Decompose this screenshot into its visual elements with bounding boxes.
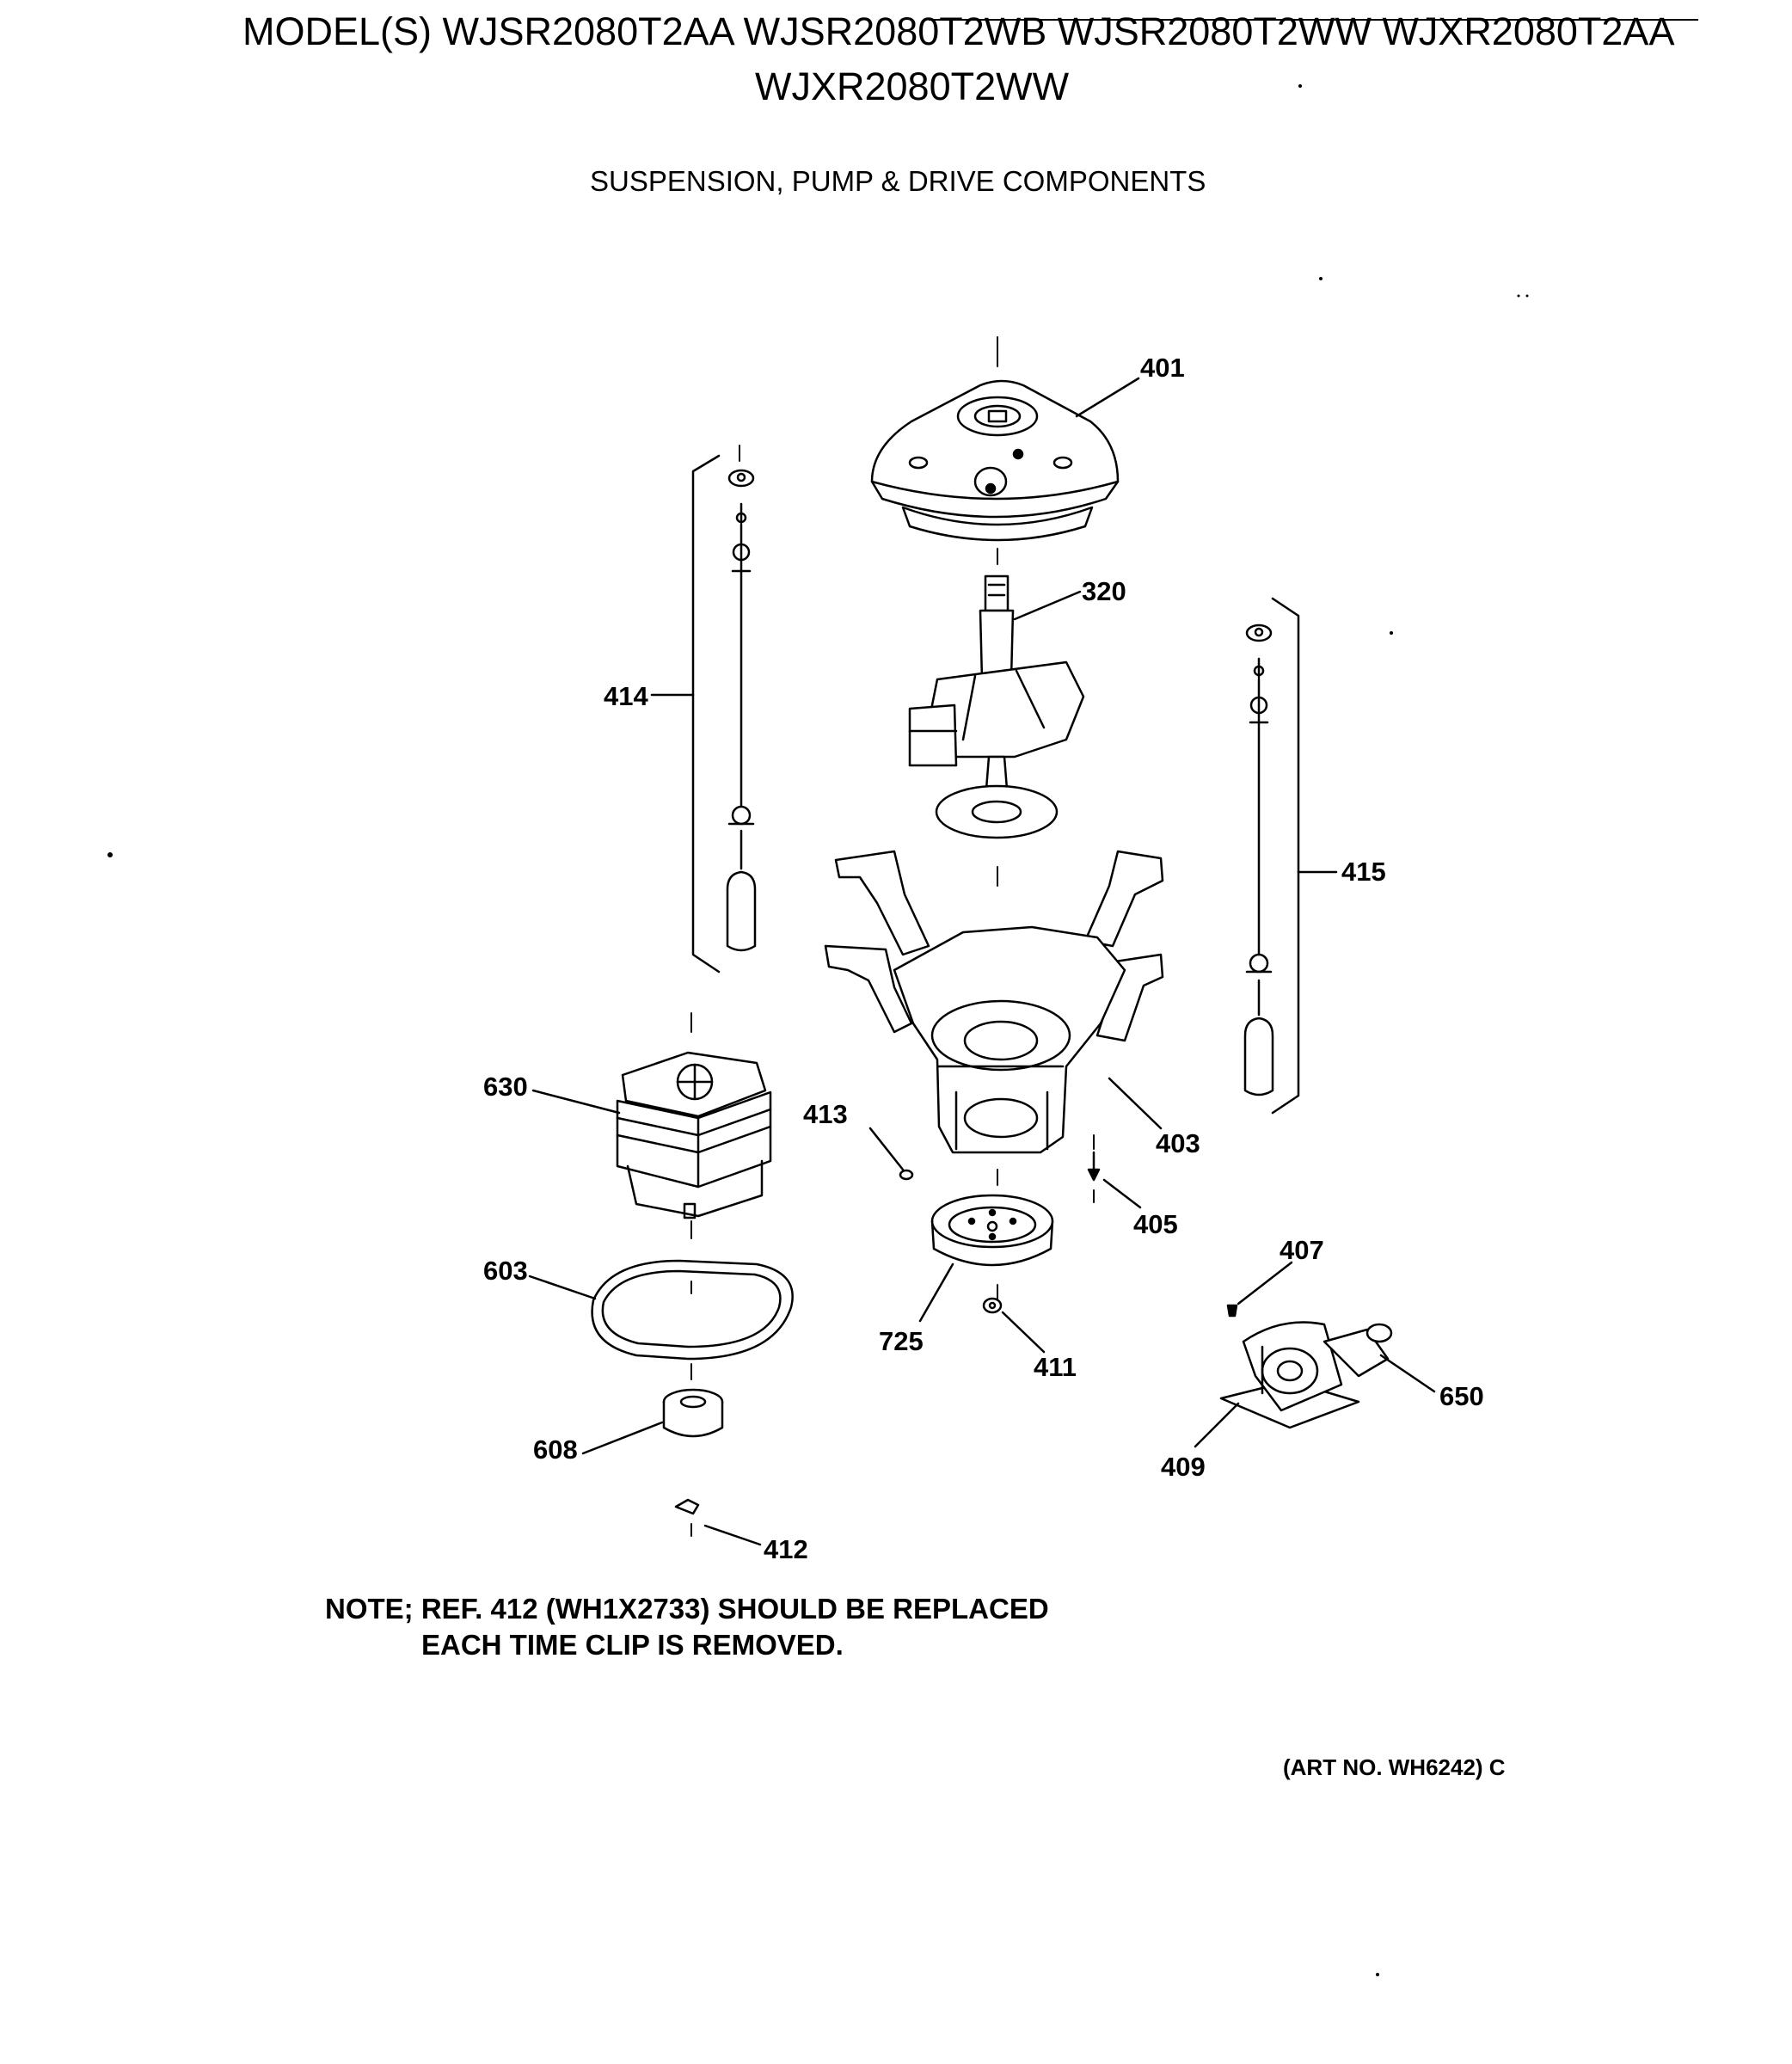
callout-407: 407 xyxy=(1280,1235,1324,1265)
bolt-405 xyxy=(1087,1134,1101,1203)
transmission-320 xyxy=(908,574,1085,839)
models-line-2: WJXR2080T2WW xyxy=(755,64,1070,108)
section-title: SUSPENSION, PUMP & DRIVE COMPONENTS xyxy=(590,165,1206,197)
pulley-725 xyxy=(930,1194,1054,1267)
callout-405: 405 xyxy=(1133,1209,1178,1239)
callout-725: 725 xyxy=(879,1326,924,1356)
callout-608: 608 xyxy=(533,1434,578,1465)
screw-407 xyxy=(1226,1304,1238,1318)
nut-413 xyxy=(899,1169,914,1181)
clip-412 xyxy=(674,1498,700,1537)
callout-403: 403 xyxy=(1156,1128,1200,1158)
callout-603: 603 xyxy=(483,1256,528,1286)
suspension-rod-414 xyxy=(691,445,757,974)
callout-415: 415 xyxy=(1341,857,1386,887)
art-number: (ART NO. WH6242) C xyxy=(1283,1754,1506,1780)
callout-650: 650 xyxy=(1439,1381,1484,1411)
callout-409: 409 xyxy=(1161,1452,1206,1482)
callout-401: 401 xyxy=(1140,353,1185,383)
callout-414: 414 xyxy=(604,681,648,711)
drive-belt-603 xyxy=(591,1259,794,1380)
scan-specks xyxy=(107,84,1529,1976)
models-line-1: MODEL(S) WJSR2080T2AA WJSR2080T2WB WJSR2… xyxy=(242,9,1675,53)
note-line-2: EACH TIME CLIP IS REMOVED. xyxy=(421,1629,844,1661)
callout-320: 320 xyxy=(1082,576,1126,606)
callout-630: 630 xyxy=(483,1072,528,1102)
suspension-rod-415 xyxy=(1243,597,1300,1115)
pump-650 xyxy=(1219,1321,1393,1429)
mounting-platform-403 xyxy=(824,850,1164,1154)
callout-412: 412 xyxy=(764,1534,808,1564)
motor-pulley-608 xyxy=(662,1388,724,1438)
nut-411 xyxy=(982,1297,1003,1314)
header-rule xyxy=(929,19,1698,21)
note-line-1: NOTE; REF. 412 (WH1X2733) SHOULD BE REPL… xyxy=(325,1593,1049,1625)
callout-413: 413 xyxy=(803,1099,848,1129)
callout-411: 411 xyxy=(1034,1352,1077,1382)
tub-cover-401 xyxy=(870,379,1120,542)
leader-lines xyxy=(528,377,1436,1546)
motor-630 xyxy=(616,1012,772,1239)
callout-labels: 401 320 414 415 403 630 413 405 407 603 … xyxy=(483,353,1484,1564)
